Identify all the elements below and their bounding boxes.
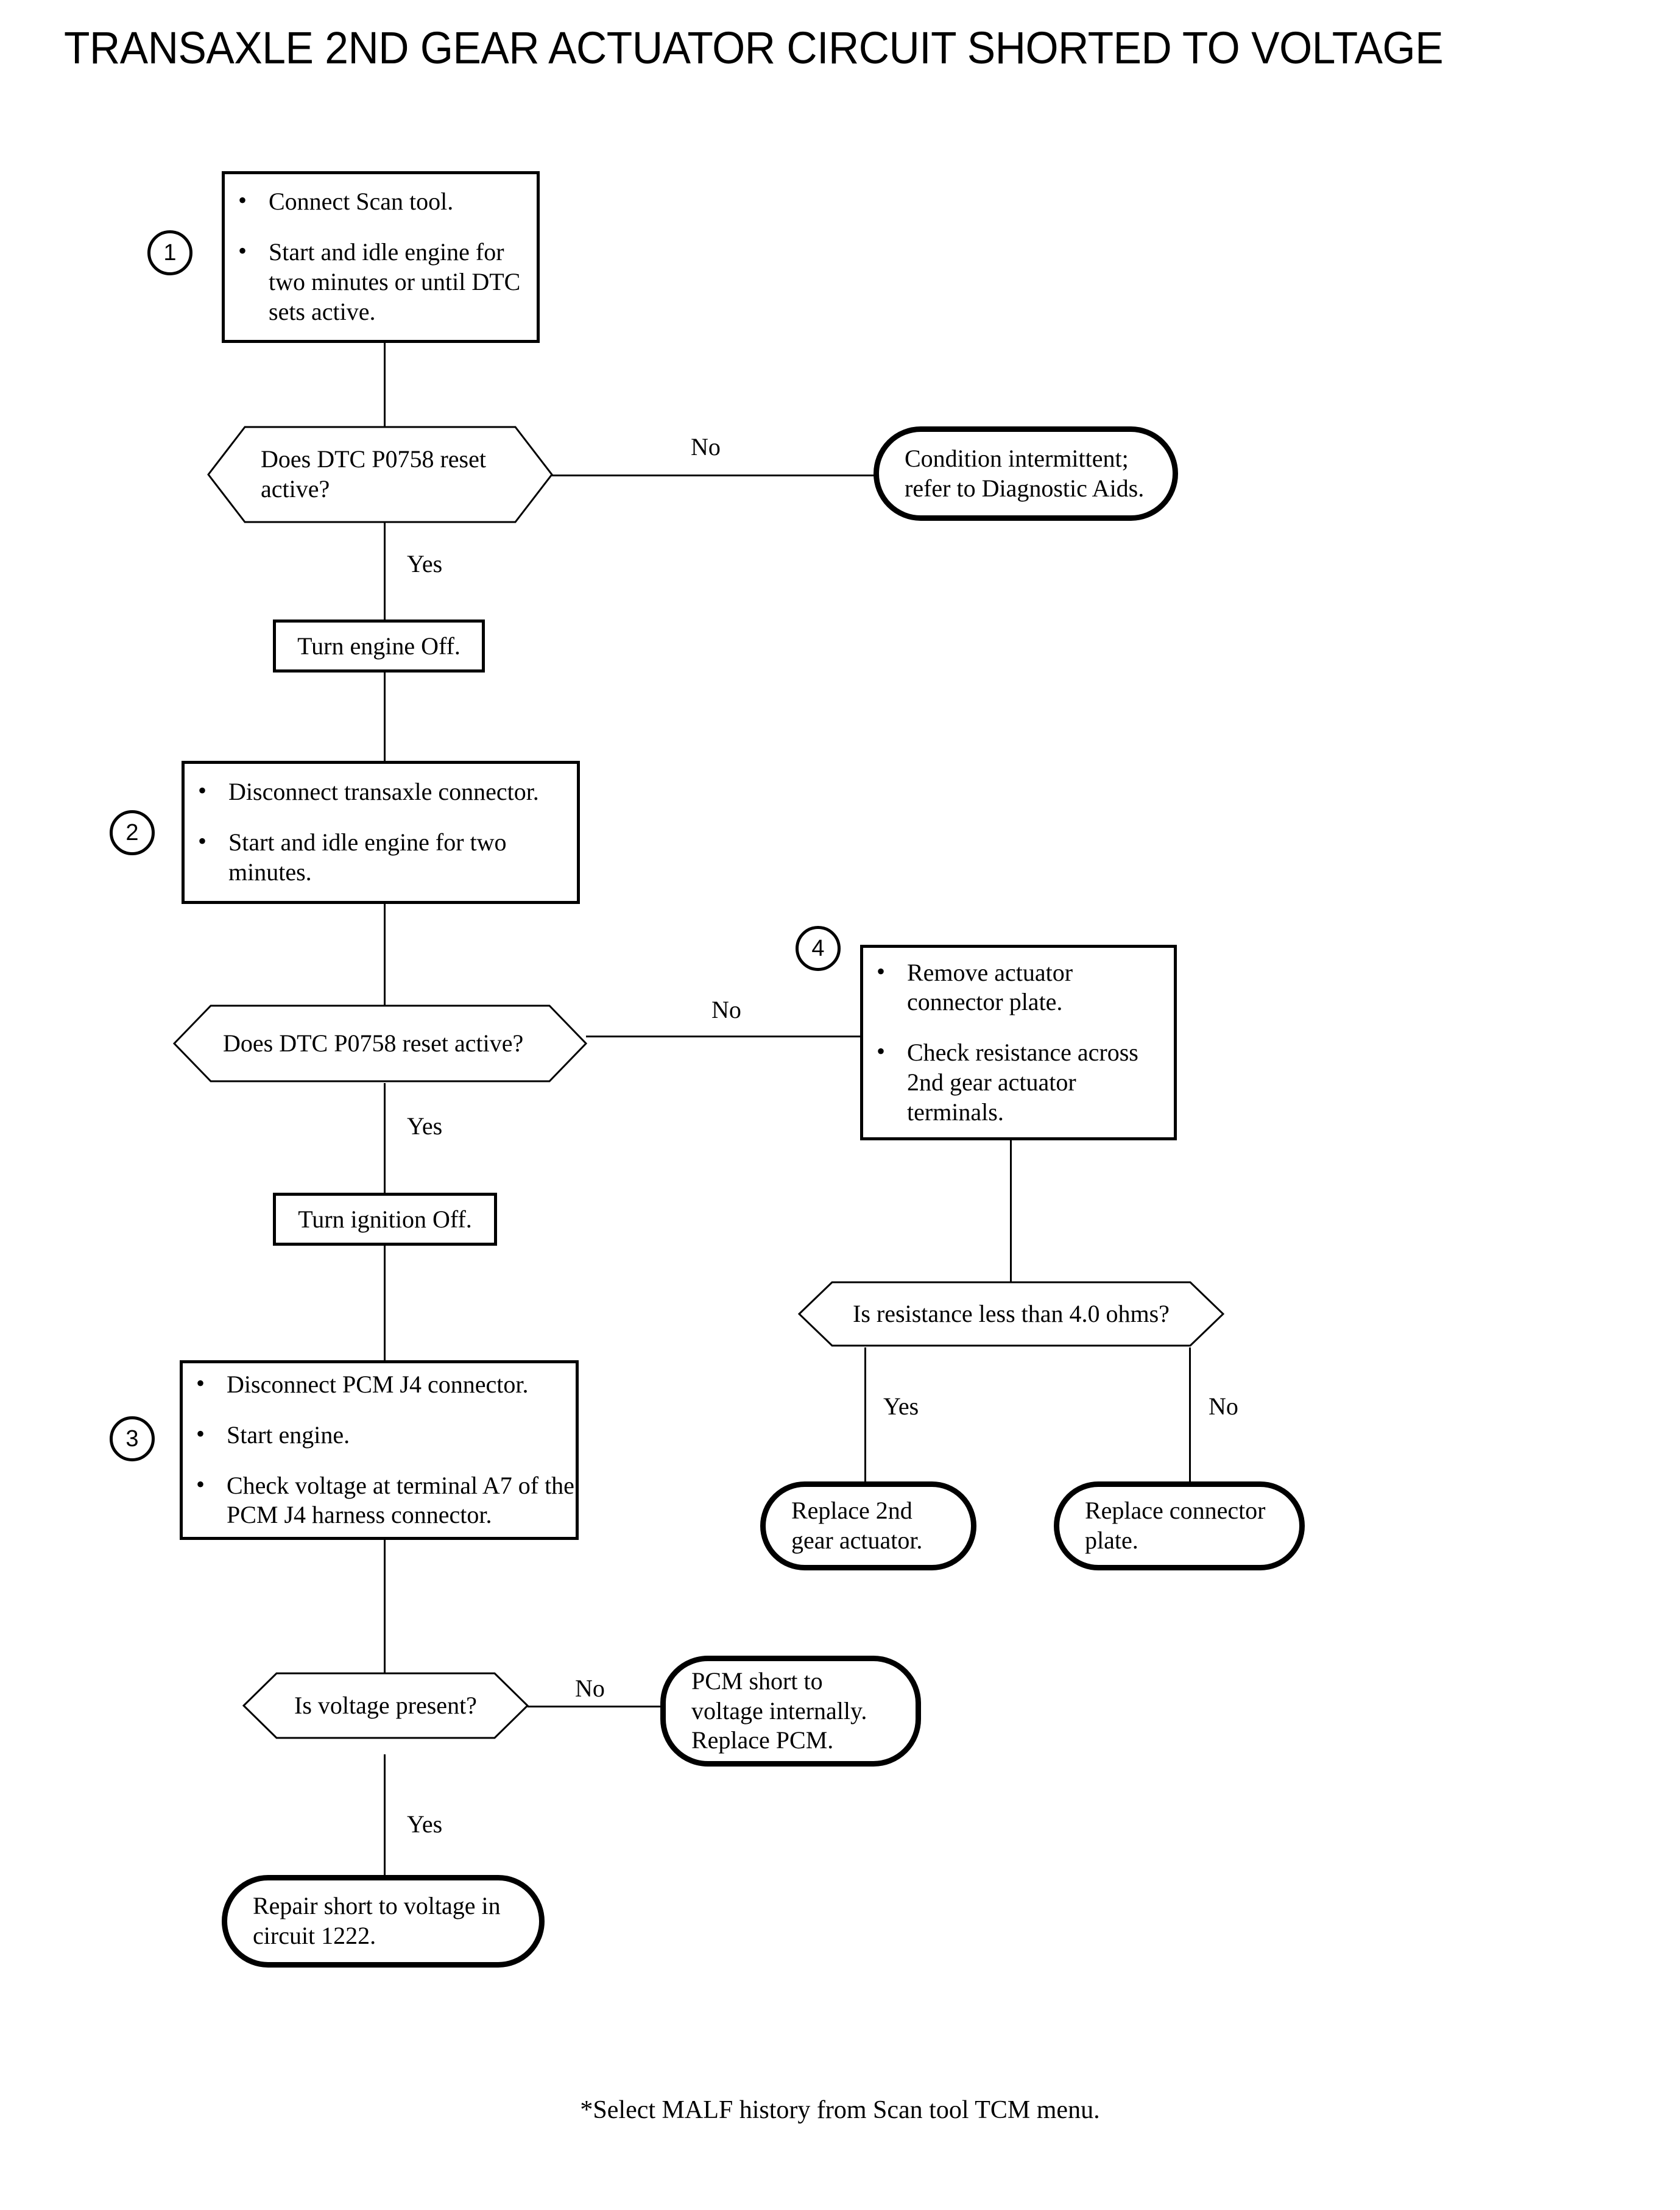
bullet-item: Disconnect PCM J4 connector. (183, 1369, 576, 1400)
terminal-replace-connector-plate: Replace connector plate. (1054, 1481, 1305, 1570)
terminal-text-line: Replace 2nd (791, 1497, 912, 1525)
hexagon-shape (173, 1004, 587, 1083)
bullet-item: Connect Scan tool. (225, 186, 537, 217)
step-badge-2: 2 (110, 810, 155, 855)
connector-ignitionoff-to-step3 (384, 1246, 386, 1361)
decision-voltage-present: Is voltage present? (242, 1672, 529, 1740)
terminal-text-line: PCM short to (691, 1667, 823, 1695)
branch-label-yes-1: Yes (407, 550, 443, 577)
bullet-item: Check voltage at terminal A7 of the PCM … (183, 1470, 576, 1531)
connector-box1-to-decision1 (384, 343, 386, 426)
terminal-text-line: voltage internally. (691, 1696, 867, 1725)
step-badge-4-label: 4 (811, 935, 825, 961)
step-1-box: Connect Scan tool. Start and idle engine… (222, 171, 540, 343)
step-badge-1-label: 1 (163, 239, 177, 266)
branch-label-yes-4: Yes (407, 1810, 443, 1838)
decision-text-line: Does DTC P0758 reset (261, 445, 486, 473)
step-4-box: Remove actuator connector plate. Check r… (860, 945, 1177, 1140)
bullet-item: Check resistance across 2nd gear actuato… (863, 1037, 1174, 1127)
terminal-text-line: refer to Diagnostic Aids. (905, 474, 1145, 502)
bullet-item: Start engine. (183, 1419, 576, 1450)
step-1-bullets: Connect Scan tool. Start and idle engine… (225, 186, 537, 327)
terminal-text-line: plate. (1085, 1527, 1138, 1554)
process-turn-engine-off: Turn engine Off. (273, 620, 485, 673)
terminal-text-line: Replace PCM. (691, 1726, 834, 1754)
step-badge-4: 4 (796, 926, 841, 971)
decision-dtc-reset-2: Does DTC P0758 reset active? (173, 1004, 587, 1083)
hexagon-shape (207, 425, 553, 524)
decision-dtc-reset-1: Does DTC P0758 reset active? (207, 425, 553, 524)
connector-decision4-no (528, 1706, 662, 1707)
branch-label-no-4: No (575, 1675, 605, 1702)
step-3-bullets: Disconnect PCM J4 connector. Start engin… (183, 1369, 576, 1531)
connector-decision1-yes (384, 523, 386, 620)
step-badge-2-label: 2 (125, 819, 139, 846)
terminal-replace-gear-actuator: Replace 2nd gear actuator. (760, 1481, 976, 1570)
terminal-text-line: circuit 1222. (253, 1922, 376, 1949)
terminal-text-line: gear actuator. (791, 1527, 923, 1554)
bullet-item: Disconnect transaxle connector. (185, 776, 577, 807)
decision-resistance-check: Is resistance less than 4.0 ohms? (798, 1280, 1224, 1347)
connector-decision4-yes (384, 1754, 386, 1876)
terminal-text-line: Condition intermittent; (905, 444, 1129, 472)
branch-label-no-2: No (711, 996, 741, 1023)
terminal-repair-short: Repair short to voltage in circuit 1222. (222, 1875, 545, 1968)
branch-label-no-1: No (691, 433, 721, 461)
footnote: *Select MALF history from Scan tool TCM … (580, 2096, 1100, 2124)
process-label: Turn ignition Off. (298, 1205, 472, 1233)
terminal-condition-intermittent: Condition intermittent; refer to Diagnos… (874, 426, 1178, 521)
decision-text-line: active? (261, 475, 330, 503)
connector-decision1-no (552, 475, 875, 476)
branch-label-yes-3: Yes (883, 1393, 919, 1420)
bullet-item: Start and idle engine for two minutes. (185, 827, 577, 888)
step-badge-1: 1 (147, 230, 192, 275)
terminal-replace-pcm: PCM short to voltage internally. Replace… (660, 1656, 921, 1767)
connector-decision2-no (586, 1036, 860, 1037)
terminal-text-line: Replace connector (1085, 1497, 1266, 1525)
hexagon-shape (242, 1672, 529, 1740)
connector-step2-to-decision2 (384, 904, 386, 1025)
connector-step3-to-decision4 (384, 1540, 386, 1690)
connector-decision2-yes (384, 1083, 386, 1193)
process-turn-ignition-off: Turn ignition Off. (273, 1193, 497, 1246)
bullet-item: Start and idle engine for two minutes or… (225, 236, 537, 327)
step-badge-3-label: 3 (125, 1425, 139, 1452)
branch-label-no-3: No (1209, 1393, 1238, 1420)
terminal-text-line: Repair short to voltage in (253, 1892, 501, 1920)
hexagon-shape (798, 1280, 1224, 1347)
decision-text-line: Does DTC P0758 reset active? (223, 1029, 524, 1057)
connector-decision3-no (1189, 1347, 1191, 1483)
decision-text-line: Is resistance less than 4.0 ohms? (853, 1299, 1170, 1327)
step-2-box: Disconnect transaxle connector. Start an… (182, 761, 580, 904)
branch-label-yes-2: Yes (407, 1112, 443, 1140)
connector-decision3-yes (864, 1347, 866, 1483)
step-4-bullets: Remove actuator connector plate. Check r… (863, 957, 1174, 1128)
connector-engineoff-to-step2 (384, 673, 386, 761)
bullet-item: Remove actuator connector plate. (863, 957, 1174, 1018)
process-label: Turn engine Off. (297, 632, 461, 660)
step-3-box: Disconnect PCM J4 connector. Start engin… (180, 1360, 579, 1540)
connector-step4-to-decision3 (1010, 1140, 1012, 1291)
page-title: TRANSAXLE 2ND GEAR ACTUATOR CIRCUIT SHOR… (64, 23, 1444, 73)
decision-text-line: Is voltage present? (294, 1691, 477, 1719)
step-badge-3: 3 (110, 1416, 155, 1461)
step-2-bullets: Disconnect transaxle connector. Start an… (185, 776, 577, 888)
